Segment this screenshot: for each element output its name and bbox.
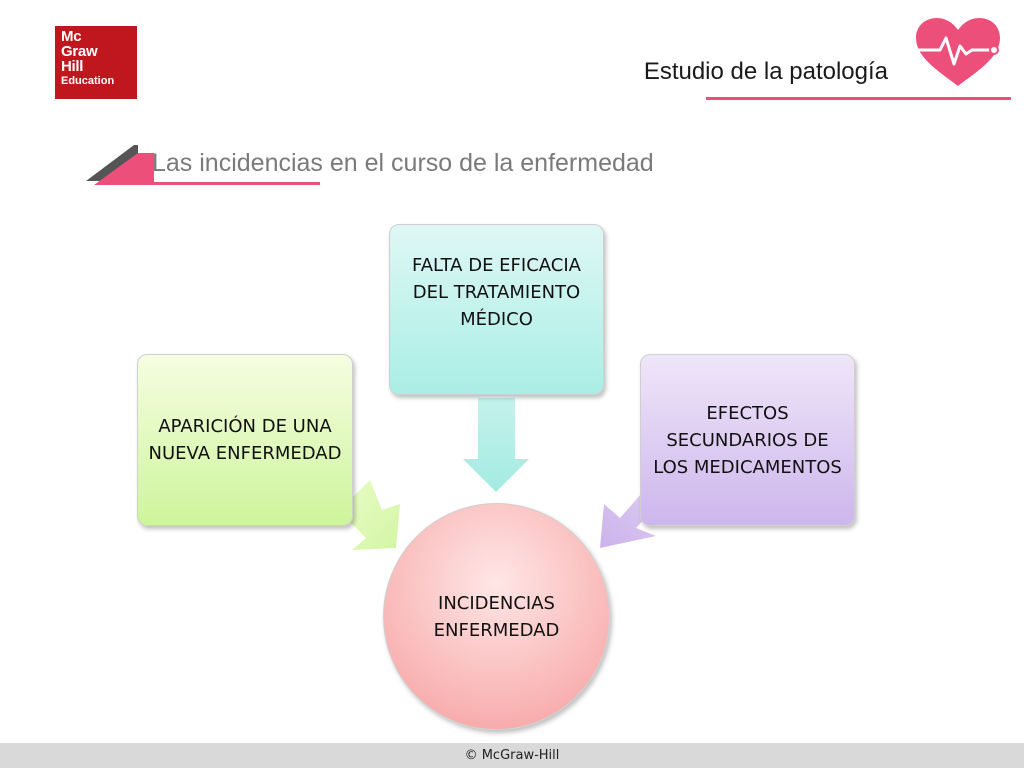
header-title: Estudio de la patología <box>643 58 888 85</box>
logo-line-2: Graw <box>61 43 98 60</box>
subtitle: Las incidencias en el curso de la enferm… <box>152 149 654 177</box>
node-aparicion-nueva-enfermedad: APARICIÓN DE UNA NUEVA ENFERMEDAD <box>137 354 353 526</box>
mcgraw-hill-logo: Mc Graw Hill Education <box>55 26 137 99</box>
node-falta-de-eficacia: FALTA DE EFICACIA DEL TRATAMIENTO MÉDICO <box>389 224 604 395</box>
heart-pulse-icon <box>910 18 1000 86</box>
header-underline <box>706 97 1011 100</box>
logo-line-1: Mc <box>61 28 82 45</box>
arrow-left <box>340 480 400 550</box>
center-node-incidencias: INCIDENCIAS ENFERMEDAD <box>383 503 610 730</box>
footer-copyright: © McGraw-Hill <box>0 743 1024 768</box>
logo-line-3: Hill <box>61 58 84 75</box>
subtitle-underline <box>148 182 320 185</box>
arrow-top <box>463 398 529 492</box>
logo-line-4: Education <box>61 75 115 87</box>
subtitle-decoration <box>86 145 154 185</box>
node-efectos-secundarios: EFECTOS SECUNDARIOS DE LOS MEDICAMENTOS <box>640 354 855 526</box>
